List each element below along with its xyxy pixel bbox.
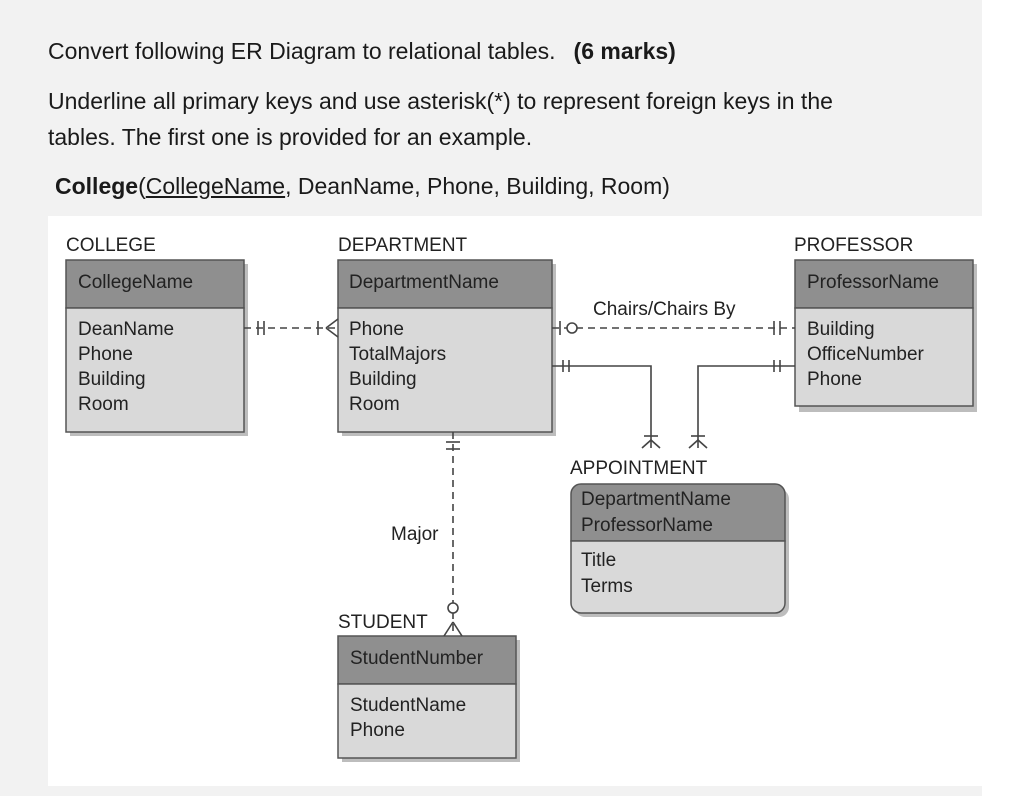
college-key: CollegeName xyxy=(78,272,193,293)
student-attr: Phone xyxy=(350,720,405,741)
instruction-line-1: Underline all primary keys and use aster… xyxy=(48,88,833,114)
student-title: STUDENT xyxy=(338,612,428,633)
example-primary-key: CollegeName xyxy=(145,173,286,199)
appointment-title: APPOINTMENT xyxy=(570,458,708,479)
example-open-paren: ( xyxy=(138,173,146,199)
appointment-key: DepartmentName xyxy=(581,489,731,510)
professor-attr: Building xyxy=(807,319,875,340)
entity-student: STUDENT StudentNumber StudentName Phone xyxy=(337,612,520,762)
college-attr: Phone xyxy=(78,344,133,365)
example-relation: College(CollegeName, DeanName, Phone, Bu… xyxy=(55,173,670,200)
question-text: Convert following ER Diagram to relation… xyxy=(48,38,556,64)
department-title: DEPARTMENT xyxy=(338,235,468,256)
entity-college: COLLEGE CollegeName DeanName Phone Build… xyxy=(65,235,248,436)
college-attr: Building xyxy=(78,369,146,390)
question-panel: Convert following ER Diagram to relation… xyxy=(0,0,982,796)
professor-attr: OfficeNumber xyxy=(807,344,925,365)
department-attr: TotalMajors xyxy=(349,344,446,365)
entity-department: DEPARTMENT DepartmentName Phone TotalMaj… xyxy=(337,235,556,436)
relationship-major: Major xyxy=(391,432,463,637)
marks-label: (6 marks) xyxy=(573,38,676,64)
instruction-line-2: tables. The first one is provided for an… xyxy=(48,124,533,150)
major-label: Major xyxy=(391,524,439,545)
relationship-department-appointment xyxy=(552,360,661,449)
professor-title: PROFESSOR xyxy=(794,235,913,256)
department-attr: Room xyxy=(349,394,400,415)
relationship-professor-appointment xyxy=(688,360,795,449)
professor-key: ProfessorName xyxy=(807,272,939,293)
student-key: StudentNumber xyxy=(350,648,484,669)
department-key: DepartmentName xyxy=(349,272,499,293)
entity-professor: PROFESSOR ProfessorName Building OfficeN… xyxy=(794,235,977,412)
example-attributes: , DeanName, Phone, Building, Room) xyxy=(285,173,670,199)
relationship-chairs: Chairs/Chairs By xyxy=(552,299,795,335)
example-table-name: College xyxy=(55,173,139,199)
professor-attr: Phone xyxy=(807,369,862,390)
entity-appointment: APPOINTMENT DepartmentName ProfessorName… xyxy=(570,458,789,617)
college-title: COLLEGE xyxy=(66,235,156,256)
chairs-label: Chairs/Chairs By xyxy=(593,299,736,320)
college-attr: DeanName xyxy=(78,319,174,340)
appointment-attr: Title xyxy=(581,550,616,571)
er-diagram: COLLEGE CollegeName DeanName Phone Build… xyxy=(48,216,982,786)
relationship-college-department xyxy=(244,318,339,338)
department-attr: Phone xyxy=(349,319,404,340)
college-attr: Room xyxy=(78,394,129,415)
question-title: Convert following ER Diagram to relation… xyxy=(48,38,676,65)
appointment-key: ProfessorName xyxy=(581,515,713,536)
student-attr: StudentName xyxy=(350,695,466,716)
appointment-attr: Terms xyxy=(581,576,633,597)
department-attr: Building xyxy=(349,369,417,390)
